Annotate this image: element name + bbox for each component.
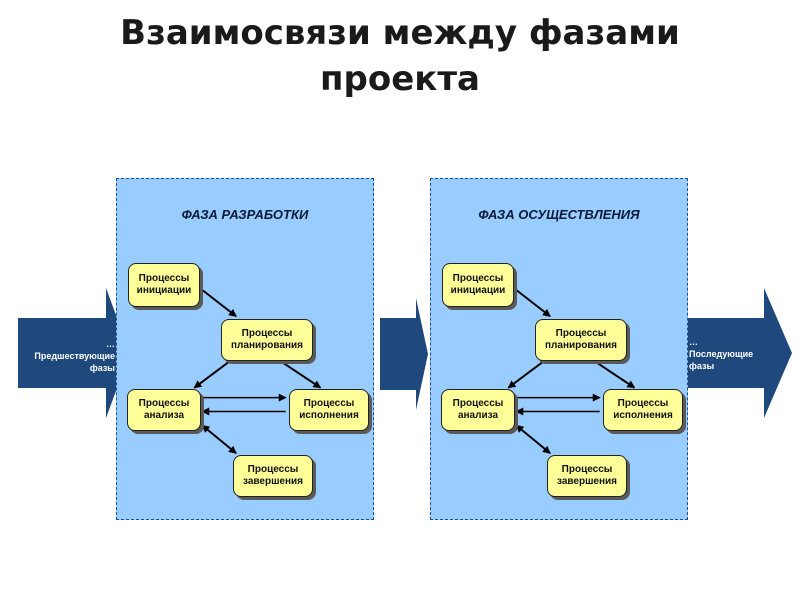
slide-title: Взаимосвязи между фазами проекта: [0, 10, 800, 102]
execution-process-line-2: исполнения: [613, 410, 673, 421]
closing-process-line-1: Процессы: [561, 464, 613, 475]
phase-implementation-panel: ФАЗА ОСУЩЕСТВЛЕНИЯ Процессы инициации Пр…: [430, 178, 688, 520]
closing-process: Процессы завершения: [233, 455, 313, 497]
planning-process-line-2: планирования: [545, 340, 617, 351]
planning-process-line-2: планирования: [231, 340, 303, 351]
planning-process-line-1: Процессы: [241, 328, 293, 339]
phase-implementation-title: ФАЗА ОСУЩЕСТВЛЕНИЯ: [478, 207, 640, 222]
planning-process: Процессы планирования: [221, 319, 313, 361]
next-phases-arrow: [678, 288, 792, 418]
previous-phases-ellipsis: …: [106, 339, 115, 349]
analysis-process: Процессы анализа: [127, 389, 201, 431]
initiation-process: Процессы инициации: [442, 263, 514, 307]
closing-process-line-2: завершения: [242, 476, 303, 487]
closing-process: Процессы завершения: [547, 455, 627, 497]
execution-process-line-1: Процессы: [303, 398, 355, 409]
previous-phases-line-1: Предшествующие: [34, 351, 115, 361]
phase-transition-arrow: [380, 298, 428, 410]
next-phases-label: … Последующие фазы: [689, 336, 769, 372]
initiation-process-line-2: инициации: [136, 285, 192, 296]
closing-process-line-1: Процессы: [247, 464, 299, 475]
execution-process-line-2: исполнения: [299, 410, 359, 421]
process-flow-links: [193, 287, 322, 454]
planning-process: Процессы планирования: [535, 319, 627, 361]
previous-phases-arrow: [18, 288, 130, 418]
next-phases-line-2: фазы: [689, 361, 715, 371]
initiation-process-line-1: Процессы: [138, 273, 190, 284]
analysis-process: Процессы анализа: [441, 389, 515, 431]
phase-development-title: ФАЗА РАЗРАБОТКИ: [181, 207, 309, 222]
execution-process: Процессы исполнения: [603, 389, 683, 431]
analysis-process-line-2: анализа: [457, 410, 499, 421]
analysis-process-line-2: анализа: [143, 410, 185, 421]
next-phases-ellipsis: …: [689, 337, 698, 347]
previous-phases-label: … Предшествующие фазы: [18, 338, 115, 374]
analysis-process-line-1: Процессы: [452, 398, 504, 409]
initiation-process: Процессы инициации: [128, 263, 200, 307]
closing-process-line-2: завершения: [556, 476, 617, 487]
next-phases-line-1: Последующие: [689, 349, 754, 359]
slide-title-line-2: проекта: [320, 59, 480, 99]
previous-phases-line-2: фазы: [89, 363, 115, 373]
initiation-process-line-2: инициации: [450, 285, 506, 296]
planning-process-line-1: Процессы: [555, 328, 607, 339]
execution-process-line-1: Процессы: [617, 398, 669, 409]
process-flow-links: [507, 287, 636, 454]
execution-process: Процессы исполнения: [289, 389, 369, 431]
slide-title-line-1: Взаимосвязи между фазами: [120, 13, 680, 53]
initiation-process-line-1: Процессы: [452, 273, 504, 284]
analysis-process-line-1: Процессы: [138, 398, 190, 409]
phase-development-panel: ФАЗА РАЗРАБОТКИ Процессы инициации Проце…: [116, 178, 374, 520]
